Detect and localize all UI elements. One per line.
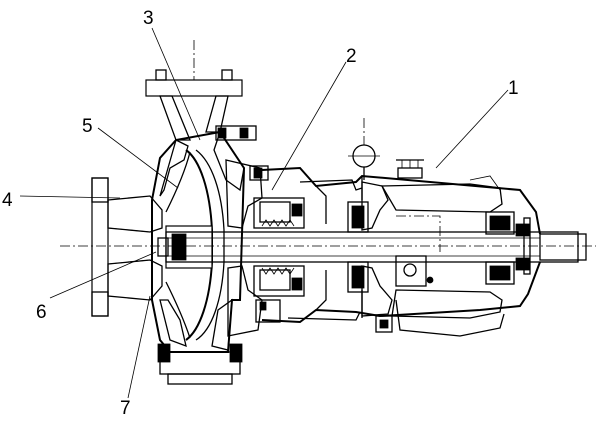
callout-5: 5 bbox=[82, 116, 93, 137]
callout-4: 4 bbox=[2, 190, 13, 211]
pump-casing bbox=[151, 130, 246, 385]
callout-3: 3 bbox=[143, 8, 154, 29]
bearing-front bbox=[347, 201, 369, 293]
callout-2: 2 bbox=[346, 46, 357, 67]
mechanical-seal bbox=[253, 197, 305, 297]
callout-numbers: 1 2 3 4 5 6 7 bbox=[2, 8, 519, 419]
callout-1: 1 bbox=[508, 78, 519, 99]
callout-6: 6 bbox=[36, 302, 47, 323]
shaft bbox=[60, 231, 596, 263]
oil-window bbox=[395, 215, 441, 287]
suction-inlet bbox=[91, 177, 163, 317]
casing-cover bbox=[215, 125, 281, 337]
impeller bbox=[157, 149, 225, 341]
bearing-rear bbox=[485, 211, 531, 285]
bearing-housing bbox=[261, 159, 541, 337]
discharge-flange bbox=[145, 40, 243, 141]
callout-7: 7 bbox=[120, 398, 131, 419]
leader-lines bbox=[19, 27, 509, 399]
lifting-eye bbox=[348, 118, 380, 180]
